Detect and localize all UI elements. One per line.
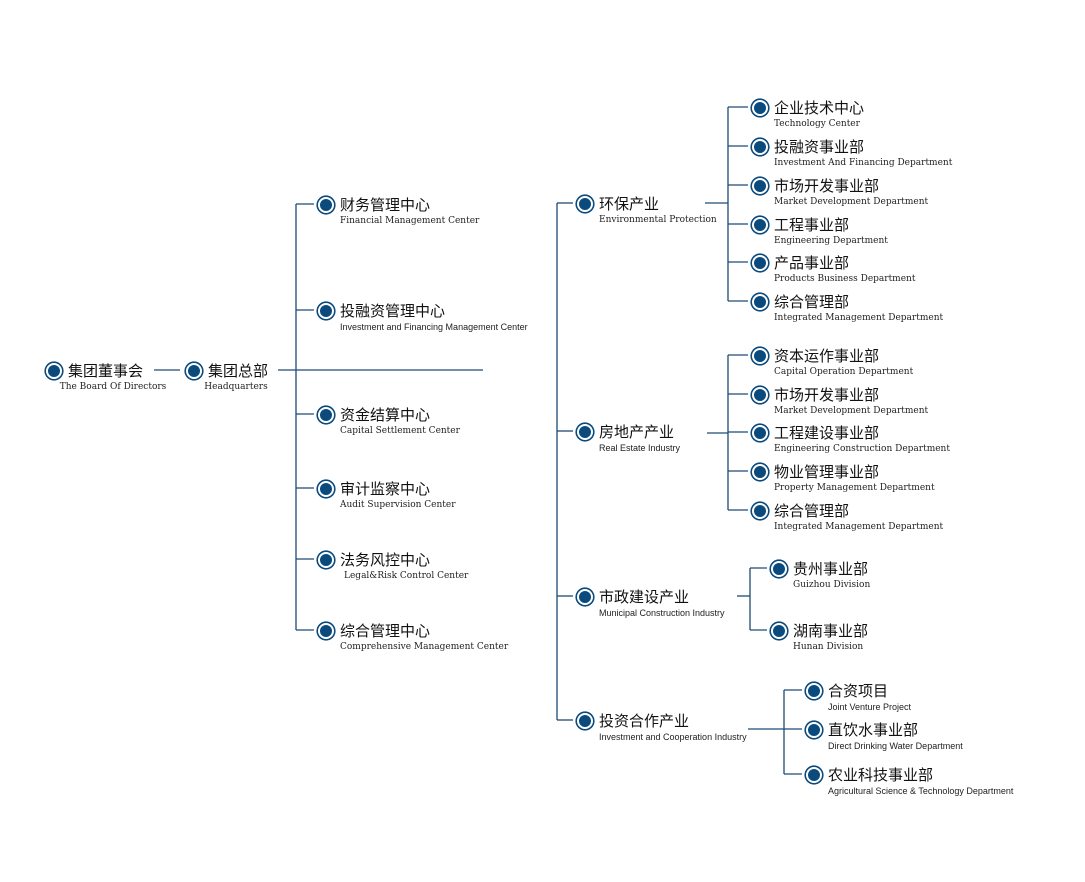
node-title: 综合管理部 [774, 293, 850, 311]
node-title: 综合管理部 [774, 502, 850, 520]
node-subtitle: Joint Venture Project [828, 702, 912, 712]
node-subtitle: Investment and Cooperation Industry [599, 732, 747, 742]
node-title: 环保产业 [599, 195, 660, 213]
node-subtitle: Engineering Department [774, 236, 888, 246]
node-title: 法务风控中心 [340, 551, 431, 569]
node-title: 工程建设事业部 [774, 424, 880, 442]
circle-bullet-icon [752, 294, 768, 310]
node-subtitle: The Board Of Directors [59, 382, 167, 392]
circle-bullet-icon [752, 100, 768, 116]
circle-bullet-icon [752, 503, 768, 519]
node-subtitle: Guizhou Division [793, 580, 871, 590]
circle-bullet-icon [46, 363, 62, 379]
node-title: 房地产产业 [599, 423, 675, 441]
node-title: 物业管理事业部 [774, 463, 880, 481]
node-subtitle: Financial Management Center [340, 216, 480, 226]
circle-bullet-icon [806, 722, 822, 738]
circle-bullet-icon [752, 178, 768, 194]
circle-bullet-icon [752, 139, 768, 155]
circle-bullet-icon [577, 713, 593, 729]
node-subtitle: Environmental Protection [599, 215, 717, 225]
circle-bullet-icon [577, 424, 593, 440]
node-title: 贵州事业部 [793, 560, 869, 578]
node-subtitle: Products Business Department [774, 274, 916, 284]
node-subtitle: Direct Drinking Water Department [828, 741, 963, 751]
node-subtitle: Municipal Construction Industry [599, 608, 725, 618]
node-subtitle: Market Development Department [774, 197, 929, 207]
circle-bullet-icon [318, 197, 334, 213]
circle-bullet-icon [752, 387, 768, 403]
circle-bullet-icon [806, 767, 822, 783]
node-subtitle: Capital Operation Department [774, 367, 914, 377]
circle-bullet-icon [752, 255, 768, 271]
circle-bullet-icon [771, 561, 787, 577]
node-title: 审计监察中心 [340, 480, 431, 498]
node-subtitle: Legal&Risk Control Center [344, 571, 469, 581]
node-title: 资金结算中心 [340, 406, 431, 424]
node-subtitle: Investment And Financing Department [774, 158, 953, 168]
circle-bullet-icon [318, 481, 334, 497]
node-subtitle: Capital Settlement Center [340, 426, 460, 436]
circle-bullet-icon [752, 348, 768, 364]
node-title: 集团董事会 [68, 362, 144, 380]
node-title: 企业技术中心 [774, 99, 865, 117]
circle-bullet-icon [806, 683, 822, 699]
node-subtitle: Integrated Management Department [774, 522, 944, 532]
node-title: 投融资事业部 [774, 138, 865, 156]
node-subtitle: Headquarters [204, 382, 268, 392]
node-title: 农业科技事业部 [828, 766, 934, 784]
node-subtitle: Comprehensive Management Center [340, 642, 509, 652]
node-title: 投融资管理中心 [340, 302, 446, 320]
node-subtitle: Audit Supervision Center [340, 500, 456, 510]
circle-bullet-icon [318, 407, 334, 423]
node-title: 湖南事业部 [793, 622, 869, 640]
node-subtitle: Real Estate Industry [599, 443, 681, 453]
node-title: 工程事业部 [774, 216, 850, 234]
node-subtitle: Agricultural Science & Technology Depart… [828, 786, 1014, 796]
node-subtitle: Property Management Department [774, 483, 935, 493]
circle-bullet-icon [771, 623, 787, 639]
circle-bullet-icon [577, 196, 593, 212]
node-subtitle: Engineering Construction Department [774, 444, 950, 454]
node-title: 合资项目 [828, 682, 889, 700]
node-title: 市场开发事业部 [774, 177, 880, 195]
circle-bullet-icon [752, 464, 768, 480]
circle-bullet-icon [752, 425, 768, 441]
circle-bullet-icon [318, 303, 334, 319]
node-title: 财务管理中心 [340, 196, 431, 214]
node-title: 市场开发事业部 [774, 386, 880, 404]
circle-bullet-icon [752, 217, 768, 233]
node-subtitle: Investment and Financing Management Cent… [340, 322, 528, 332]
node-subtitle: Hunan Division [793, 642, 864, 652]
node-title: 综合管理中心 [340, 622, 431, 640]
circle-bullet-icon [186, 363, 202, 379]
node-subtitle: Market Development Department [774, 406, 929, 416]
node-title: 市政建设产业 [599, 588, 690, 606]
node-title: 直饮水事业部 [828, 721, 919, 739]
node-title: 投资合作产业 [599, 712, 690, 730]
node-title: 集团总部 [208, 362, 269, 380]
node-subtitle: Integrated Management Department [774, 313, 944, 323]
circle-bullet-icon [577, 589, 593, 605]
circle-bullet-icon [318, 552, 334, 568]
circle-bullet-icon [318, 623, 334, 639]
node-subtitle: Technology Center [774, 119, 860, 129]
node-title: 产品事业部 [774, 254, 850, 272]
node-title: 资本运作事业部 [774, 347, 880, 365]
